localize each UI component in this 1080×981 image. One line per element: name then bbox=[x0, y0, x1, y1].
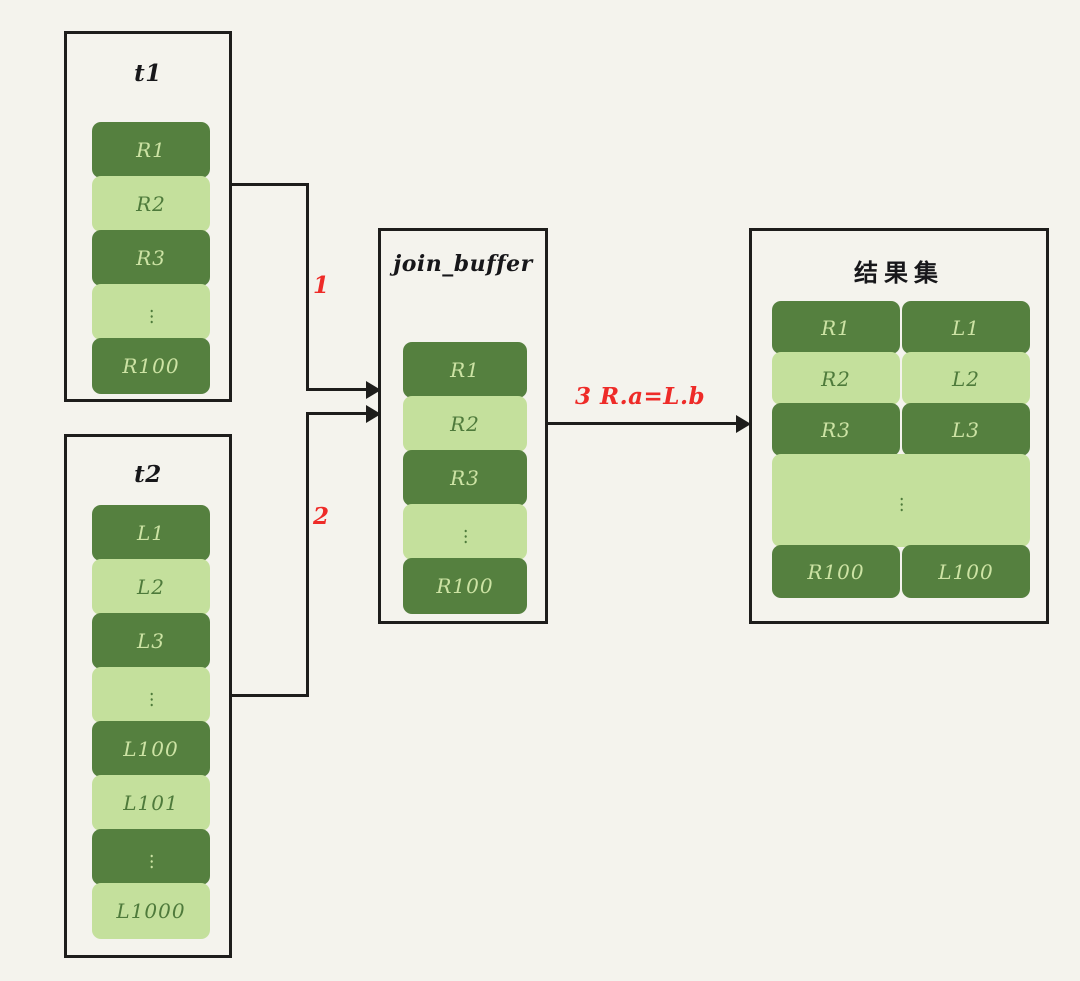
annotation-step-1: 1 bbox=[313, 272, 330, 299]
record-chip: L2 bbox=[92, 559, 210, 615]
record-chip: L3 bbox=[92, 613, 210, 669]
arrowhead-join-buffer-to-result bbox=[736, 415, 751, 433]
record-chip: R2 bbox=[92, 176, 210, 232]
record-chip: R3 bbox=[403, 450, 527, 506]
connector-t2-horizontal-bottom bbox=[232, 694, 309, 697]
result-cell-right: L2 bbox=[902, 352, 1030, 405]
result-cell-left: R1 bbox=[772, 301, 900, 354]
result-row: R1 L1 bbox=[772, 301, 1030, 354]
vertical-ellipsis-icon: ... bbox=[149, 839, 155, 873]
result-row-ellipsis: ... bbox=[772, 454, 1030, 547]
result-row: R3 L3 bbox=[772, 403, 1030, 456]
record-chip: R1 bbox=[92, 122, 210, 178]
record-chip: R100 bbox=[403, 558, 527, 614]
panel-t2: t2 L1 L2 L3 ... L100 L101 ... L1000 bbox=[64, 434, 232, 958]
panel-join-buffer: join_buffer R1 R2 R3 ... R100 bbox=[378, 228, 548, 624]
panel-result-set: 结果集 R1 L1 R2 L2 R3 L3 ... R100 L100 bbox=[749, 228, 1049, 624]
panel-t1-rows: R1 R2 R3 ... R100 bbox=[92, 122, 210, 394]
result-row: R2 L2 bbox=[772, 352, 1030, 405]
vertical-ellipsis-icon: ... bbox=[149, 294, 155, 328]
result-cell-right: L3 bbox=[902, 403, 1030, 456]
connector-t2-vertical bbox=[306, 412, 309, 697]
panel-result-set-rows: R1 L1 R2 L2 R3 L3 ... R100 L100 bbox=[772, 301, 1030, 598]
panel-t2-title: t2 bbox=[134, 461, 162, 488]
record-chip: L100 bbox=[92, 721, 210, 777]
annotation-step-2: 2 bbox=[313, 503, 330, 530]
panel-t1-title: t1 bbox=[134, 60, 162, 87]
panel-t2-rows: L1 L2 L3 ... L100 L101 ... L1000 bbox=[92, 505, 210, 939]
panel-join-buffer-rows: R1 R2 R3 ... R100 bbox=[403, 342, 527, 614]
record-chip: R3 bbox=[92, 230, 210, 286]
result-cell-left: R3 bbox=[772, 403, 900, 456]
panel-result-set-title: 结果集 bbox=[854, 258, 944, 287]
result-cell-ellipsis: ... bbox=[772, 454, 1030, 547]
record-chip: R1 bbox=[403, 342, 527, 398]
result-cell-left: R2 bbox=[772, 352, 900, 405]
result-cell-left: R100 bbox=[772, 545, 900, 598]
record-chip-ellipsis: ... bbox=[92, 284, 210, 340]
connector-t2-horizontal-top bbox=[306, 412, 368, 415]
arrowhead-t2-to-join-buffer bbox=[366, 405, 381, 423]
record-chip: R100 bbox=[92, 338, 210, 394]
record-chip: L1 bbox=[92, 505, 210, 561]
result-cell-right: L100 bbox=[902, 545, 1030, 598]
connector-t1-horizontal-top bbox=[232, 183, 309, 186]
connector-t1-vertical bbox=[306, 183, 309, 391]
record-chip: R2 bbox=[403, 396, 527, 452]
result-cell-right: L1 bbox=[902, 301, 1030, 354]
record-chip: L1000 bbox=[92, 883, 210, 939]
connector-t1-horizontal-bottom bbox=[306, 388, 368, 391]
arrowhead-t1-to-join-buffer bbox=[366, 381, 381, 399]
vertical-ellipsis-icon: ... bbox=[149, 677, 155, 711]
panel-join-buffer-title: join_buffer bbox=[393, 251, 533, 277]
result-row: R100 L100 bbox=[772, 545, 1030, 598]
record-chip-ellipsis: ... bbox=[403, 504, 527, 560]
connector-join-buffer-to-result bbox=[548, 422, 741, 425]
record-chip-ellipsis: ... bbox=[92, 829, 210, 885]
record-chip-ellipsis: ... bbox=[92, 667, 210, 723]
vertical-ellipsis-icon: ... bbox=[463, 514, 469, 548]
annotation-step-3-condition: 3 R.a=L.b bbox=[575, 383, 706, 410]
panel-t1: t1 R1 R2 R3 ... R100 bbox=[64, 31, 232, 402]
record-chip: L101 bbox=[92, 775, 210, 831]
vertical-ellipsis-icon: ... bbox=[899, 483, 905, 517]
